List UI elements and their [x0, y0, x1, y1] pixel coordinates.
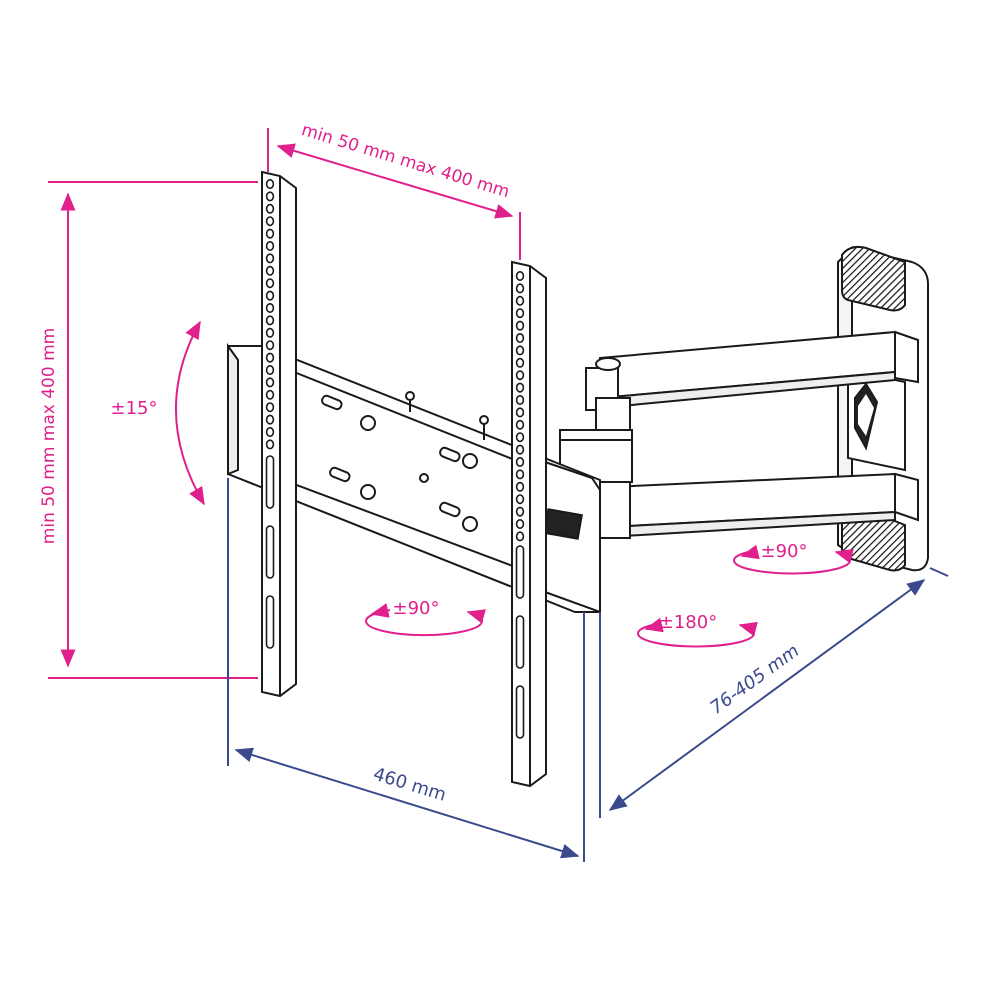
mounting-slot: [515, 615, 525, 669]
mounting-hole: [515, 494, 525, 505]
mounting-hole: [515, 394, 525, 405]
mounting-hole: [515, 506, 525, 517]
mounting-hole: [265, 253, 275, 264]
mounting-hole: [515, 444, 525, 455]
mounting-hole: [265, 315, 275, 326]
mounting-slot: [265, 525, 275, 579]
mounting-hole: [265, 302, 275, 313]
mounting-hole: [265, 414, 275, 425]
mounting-hole: [515, 481, 525, 492]
mounting-hole: [265, 241, 275, 252]
mounting-hole: [515, 357, 525, 368]
mounting-hole: [265, 352, 275, 363]
plate-swivel-indicator: [365, 603, 486, 637]
mounting-hole: [515, 345, 525, 356]
mounting-hole: [515, 518, 525, 529]
mounting-hole: [515, 332, 525, 343]
mounting-hole: [265, 265, 275, 276]
mounting-hole: [515, 407, 525, 418]
mounting-hole: [515, 432, 525, 443]
mounting-hole: [265, 228, 275, 239]
mounting-slot: [265, 455, 275, 509]
left-bar-holes: [265, 179, 275, 649]
wall-swivel-indicator: [733, 544, 854, 575]
mounting-hole: [265, 402, 275, 413]
mounting-hole: [265, 179, 275, 190]
plate-swivel-label: ±90°: [393, 598, 440, 619]
wall-plate-top-cap: [841, 245, 906, 312]
vesa-height-label: min 50 mm max 400 mm: [39, 328, 59, 544]
mounting-hole: [265, 278, 275, 289]
mounting-hole: [515, 308, 525, 319]
width-dimension: [227, 478, 585, 862]
mounting-hole: [515, 295, 525, 306]
mounting-hole: [515, 469, 525, 480]
mounting-hole: [515, 419, 525, 430]
mounting-hole: [515, 531, 525, 542]
vesa-width-dimension: [267, 128, 521, 260]
mounting-hole: [265, 389, 275, 400]
mounting-hole: [265, 216, 275, 227]
mounting-hole: [515, 320, 525, 331]
mounting-hole: [515, 456, 525, 467]
mounting-hole: [515, 283, 525, 294]
mounting-slot: [515, 545, 525, 599]
mounting-hole: [265, 290, 275, 301]
mounting-hole: [265, 364, 275, 375]
vesa-height-dimension: [48, 181, 258, 679]
mounting-hole: [515, 270, 525, 281]
upper-arm: [585, 330, 919, 411]
mounting-hole: [265, 327, 275, 338]
mounting-hole: [515, 382, 525, 393]
mounting-slot: [515, 685, 525, 739]
wall-swivel-label: ±90°: [761, 541, 808, 562]
mounting-hole: [265, 191, 275, 202]
mounting-hole: [265, 439, 275, 450]
right-bar-holes: [515, 270, 525, 739]
arm-swivel-label: ±180°: [659, 612, 717, 633]
mounting-hole: [265, 426, 275, 437]
width-label: 460 mm: [371, 764, 449, 806]
mounting-hole: [265, 340, 275, 351]
tv-bracket-frame: [227, 342, 601, 614]
mounting-hole: [515, 370, 525, 381]
mounting-hole: [265, 377, 275, 388]
depth-dimension: [599, 567, 949, 818]
mounting-slot: [265, 595, 275, 649]
mounting-hole: [265, 203, 275, 214]
tilt-arrow: [174, 320, 205, 506]
tilt-label: ±15°: [111, 398, 158, 419]
